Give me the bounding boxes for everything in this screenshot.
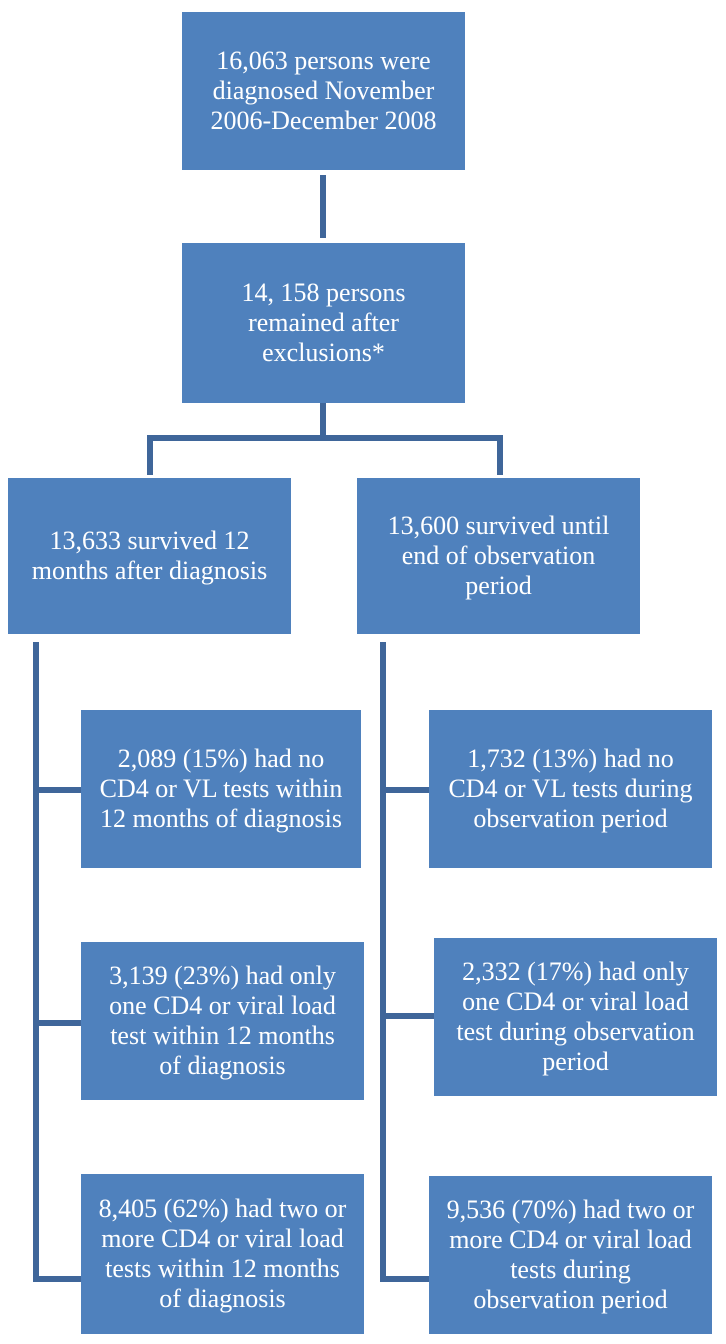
box-right-no-tests: 1,732 (13%) had no CD4 or VL tests durin… — [429, 710, 712, 868]
connector-split-right-drop — [497, 435, 503, 475]
connector-top-to-second — [320, 175, 326, 238]
connector-left-branch-3 — [33, 1276, 81, 1282]
box-right-two-or-more-tests: 9,536 (70%) had two or more CD4 or viral… — [429, 1176, 712, 1334]
connector-left-branch-1 — [33, 787, 81, 793]
box-left-one-test: 3,139 (23%) had only one CD4 or viral lo… — [81, 942, 364, 1100]
connector-second-to-split — [320, 403, 326, 440]
connector-left-branch-2 — [33, 1020, 81, 1026]
box-right-survived-observation: 13,600 survived until end of observation… — [357, 478, 640, 634]
box-remaining-after-exclusions: 14, 158 persons remained after exclusion… — [182, 243, 465, 403]
connector-right-vertical — [380, 642, 386, 1282]
connector-right-branch-2 — [380, 1013, 434, 1019]
box-left-survived-12-months: 13,633 survived 12 months after diagnosi… — [8, 478, 291, 634]
connector-split-left-drop — [147, 435, 153, 475]
box-right-one-test: 2,332 (17%) had only one CD4 or viral lo… — [434, 938, 717, 1096]
connector-right-branch-1 — [380, 787, 429, 793]
box-left-two-or-more-tests: 8,405 (62%) had two or more CD4 or viral… — [81, 1174, 364, 1334]
box-diagnosed-total: 16,063 persons were diagnosed November 2… — [182, 12, 465, 170]
box-left-no-tests: 2,089 (15%) had no CD4 or VL tests withi… — [81, 710, 361, 868]
connector-right-branch-3 — [380, 1276, 429, 1282]
connector-split-horizontal — [147, 435, 503, 441]
connector-left-vertical — [33, 642, 39, 1282]
